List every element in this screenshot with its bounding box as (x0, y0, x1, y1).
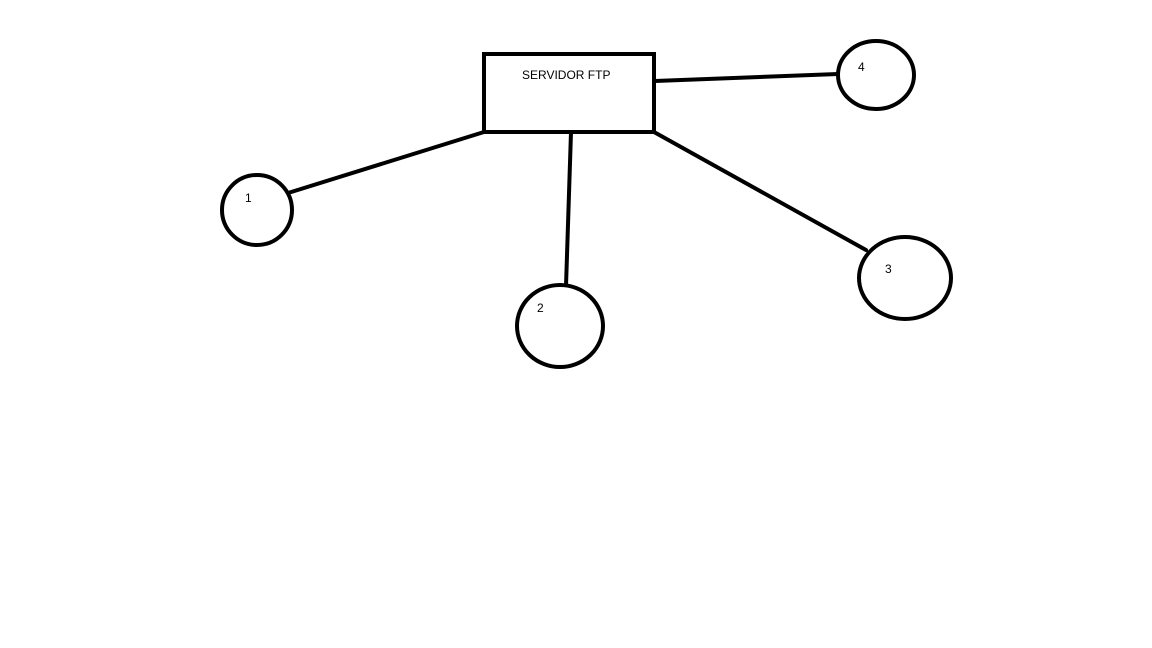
node-2-label: 2 (537, 301, 544, 315)
edge-server-node-3 (652, 130, 868, 252)
server-label: SERVIDOR FTP (522, 68, 610, 82)
edge-server-node-4 (653, 72, 840, 83)
server-box (482, 52, 656, 134)
node-3-circle (857, 235, 953, 321)
node-4-label: 4 (858, 60, 865, 74)
edge-server-node-1 (286, 130, 486, 195)
node-1-circle (220, 173, 294, 247)
node-4-circle (836, 39, 916, 111)
node-2-circle (515, 283, 605, 369)
node-3-label: 3 (885, 262, 892, 276)
node-1-label: 1 (245, 191, 252, 205)
edge-server-node-2 (564, 130, 573, 288)
